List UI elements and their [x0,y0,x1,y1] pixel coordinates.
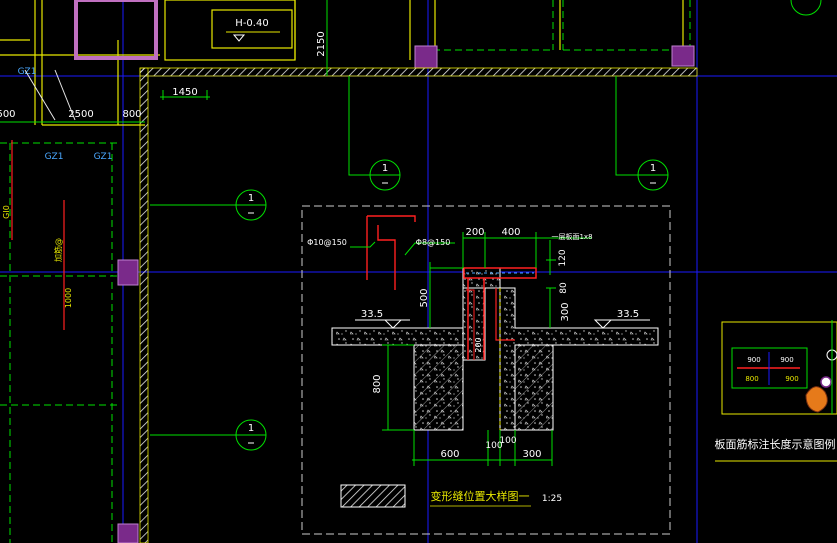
rebar-10-150: Φ10@150 [307,238,347,247]
dim-800-left: 800 [372,374,383,393]
dim-500-left: 500 [0,109,16,120]
dim-200: 200 [465,227,484,238]
dim-120: 120 [558,249,568,266]
dim-800-top: 800 [122,109,141,120]
legend-900a: 900 [747,356,760,364]
gz1-label-c: GZ1 [94,152,113,162]
axis-bubble-dashes [248,182,656,444]
axis-bubble-1a: 1 [248,193,254,204]
legend-900c: 900 [785,375,798,383]
level-right: 33.5 [617,309,639,320]
gz1-label-a: GZ1 [18,67,37,77]
left-dims [0,90,210,123]
axis-bubble-texts: 1 1 1 1 [248,163,656,434]
dim-2150: 2150 [316,0,328,76]
rebar-vertical-a: 加筋@ [53,238,63,262]
gz1-label-b: GZ1 [45,152,64,162]
dim-400: 400 [501,227,520,238]
axis-bubble-1d: 1 [650,163,656,174]
top-plan-walls [0,0,684,126]
dim-200-inner: 200 [474,337,483,352]
dim-100: 100 [485,441,502,451]
dim-300-v: 300 [560,302,571,321]
dim-800-left-lines [382,344,414,431]
dim-100b: 100 [499,436,516,446]
detail-title: 变形缝位置大样图一 [431,489,530,503]
legend-panel [721,320,837,415]
note-top-right: 一层板面1x8 [551,232,592,241]
level-left: 33.5 [361,309,383,320]
axis-bubble-1b: 1 [248,423,254,434]
gz-left-label: GI0 [2,205,11,219]
detail-frame [301,205,671,535]
detail-top-dims [429,232,592,328]
dim-500-detail: 500 [419,288,430,307]
dim-600: 600 [440,449,459,460]
dim-80: 80 [559,282,569,294]
detail-section [331,267,659,431]
rebar-vertical-b: 1000 [64,288,73,308]
axis-bubbles [150,0,822,451]
left-rebar [11,69,76,330]
level-markers [355,319,650,329]
detail-bottom-dims [412,430,553,466]
elevation-tag: H-0.40 [226,18,280,42]
detail-rebar-callouts [350,215,455,290]
dim-300-h: 300 [522,449,541,460]
legend-title: 板面筋标注长度示意图例 [715,437,836,451]
title-hatch-swatch [340,484,406,508]
slab-outlines [0,0,691,543]
legend-900b: 900 [780,356,793,364]
hatched-beams [139,67,698,543]
dim-2150-text: 2150 [316,31,327,56]
legend-800: 800 [745,375,758,383]
dim-1450: 1450 [172,87,197,98]
dim-2500: 2500 [68,109,93,120]
elevation-tag-text: H-0.40 [235,18,268,29]
columns [74,0,695,543]
detail-scale: 1:25 [542,494,562,504]
rebar-8-150: Φ8@150 [416,238,451,247]
axis-bubble-1c: 1 [382,163,388,174]
